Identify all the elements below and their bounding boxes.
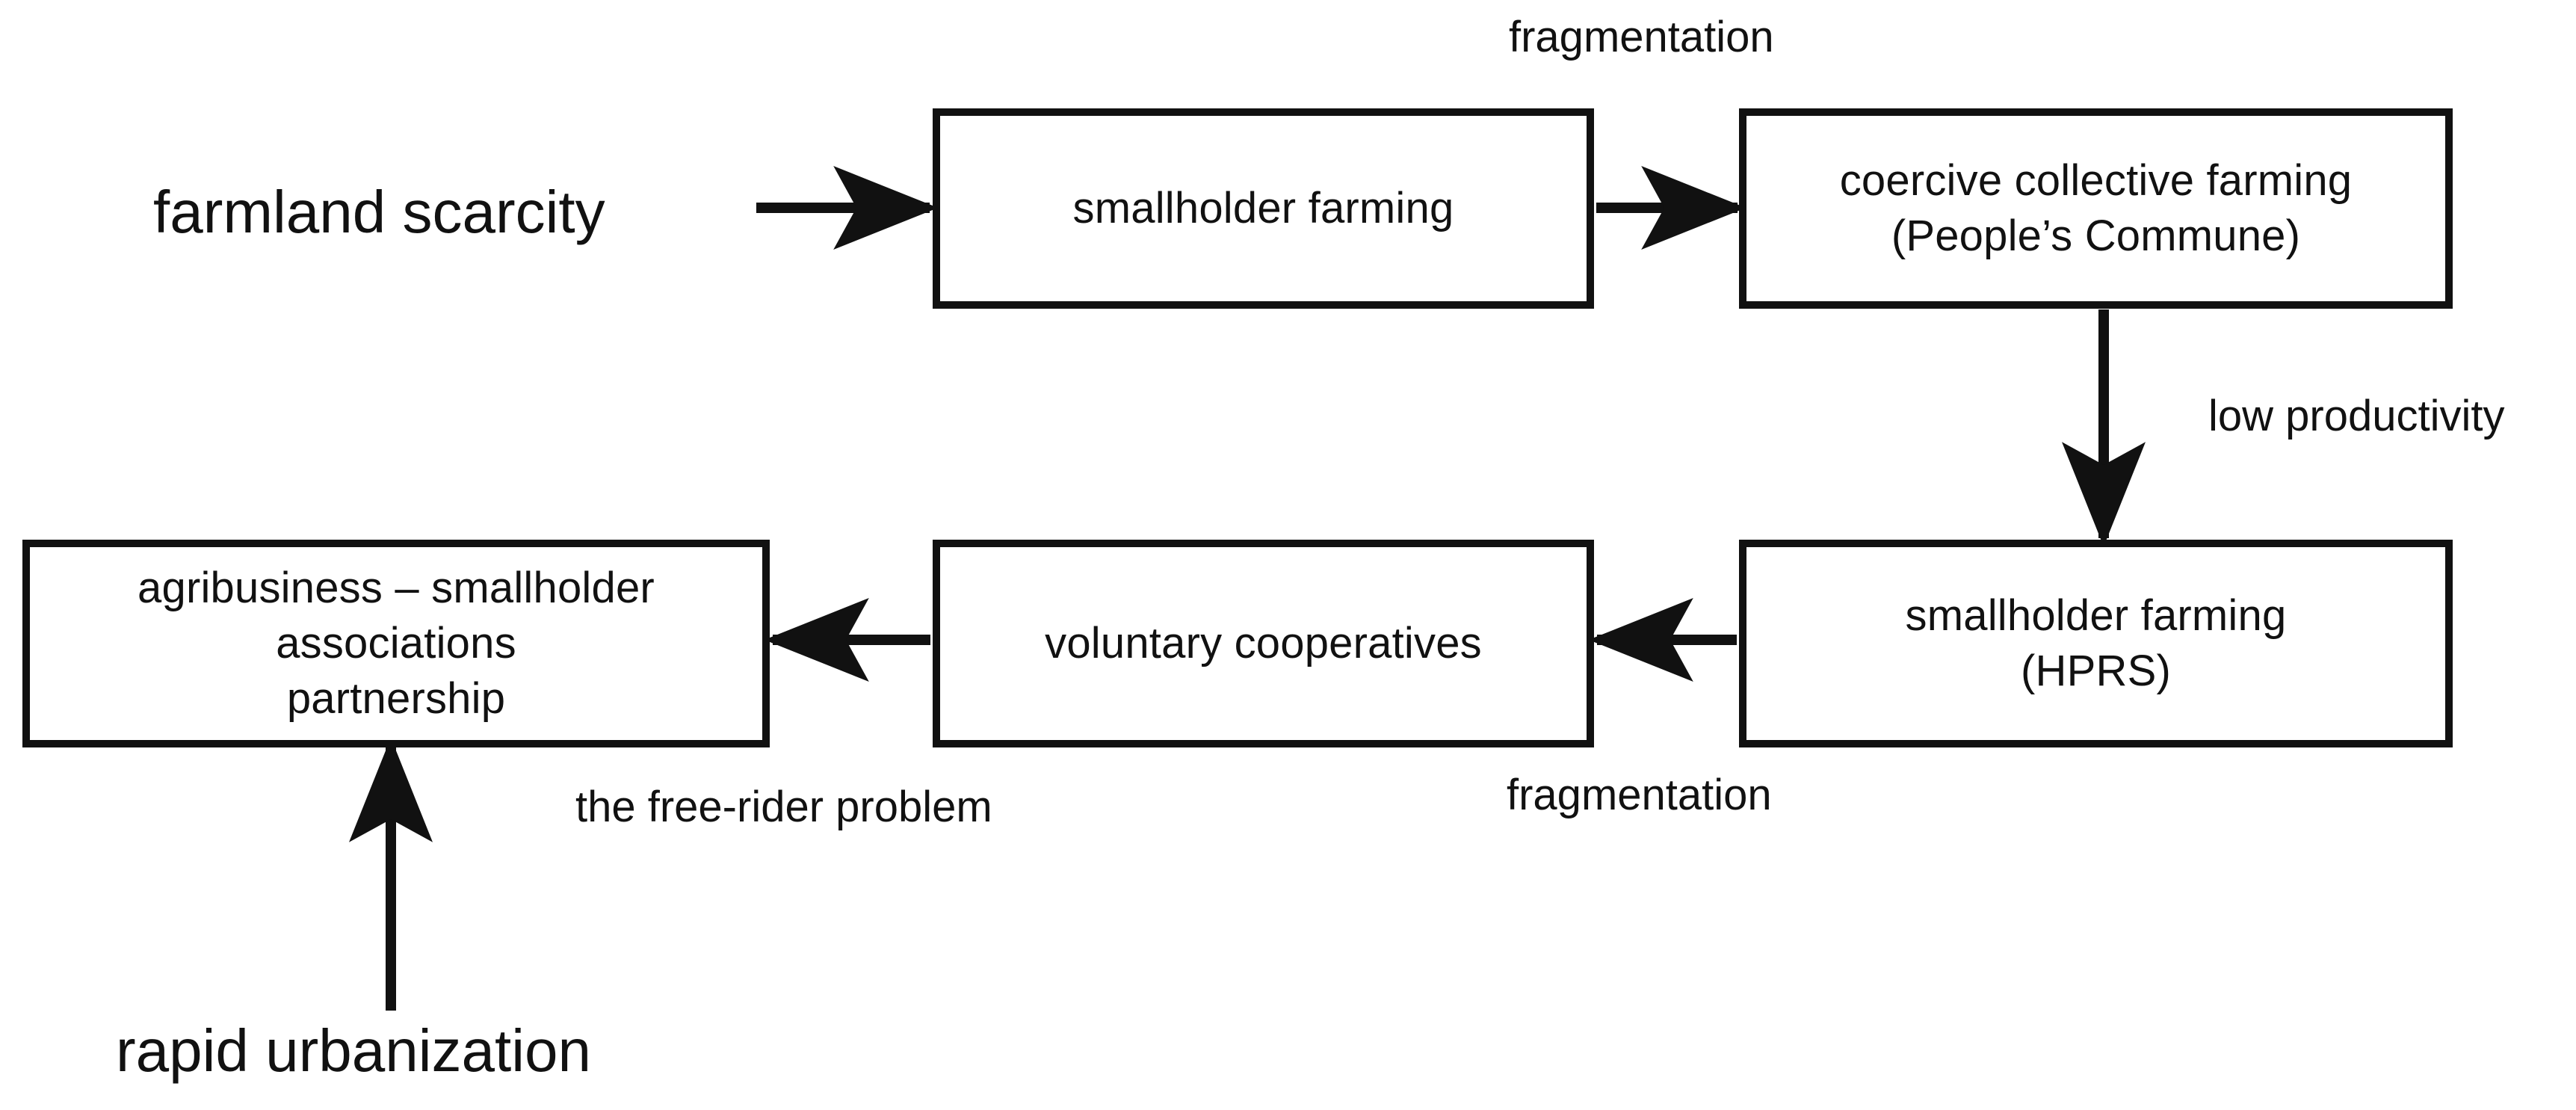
node-label-line: voluntary cooperatives xyxy=(1045,618,1482,667)
node-label-line: partnership xyxy=(286,674,506,724)
edge-label-low-productivity: low productivity xyxy=(2208,392,2505,440)
node-label-line: smallholder farming xyxy=(1072,183,1454,232)
label-rapid-urbanization: rapid urbanization xyxy=(116,1017,591,1084)
node-agribusiness-smallholder-partnership[interactable]: agribusiness – smallholder associations … xyxy=(22,540,770,747)
node-coercive-collective-farming[interactable]: coercive collective farming (People’s Co… xyxy=(1739,108,2453,309)
node-label-line: agribusiness – smallholder xyxy=(138,563,655,612)
edge-label-fragmentation-top: fragmentation xyxy=(1509,13,1774,61)
node-smallholder-farming-top[interactable]: smallholder farming xyxy=(933,108,1594,309)
node-label-line: associations xyxy=(276,618,516,667)
edge-label-free-rider-problem: the free-rider problem xyxy=(575,783,992,831)
node-label-line: coercive collective farming xyxy=(1839,155,2353,205)
node-label-line: (People’s Commune) xyxy=(1891,212,2301,260)
node-voluntary-cooperatives[interactable]: voluntary cooperatives xyxy=(933,540,1594,747)
edge-label-fragmentation-bottom: fragmentation xyxy=(1507,771,1772,819)
node-label-line: (HPRS) xyxy=(2021,647,2171,695)
node-label-line: smallholder farming xyxy=(1905,591,2287,640)
label-farmland-scarcity: farmland scarcity xyxy=(153,179,605,245)
node-smallholder-farming-hprs[interactable]: smallholder farming (HPRS) xyxy=(1739,540,2453,747)
